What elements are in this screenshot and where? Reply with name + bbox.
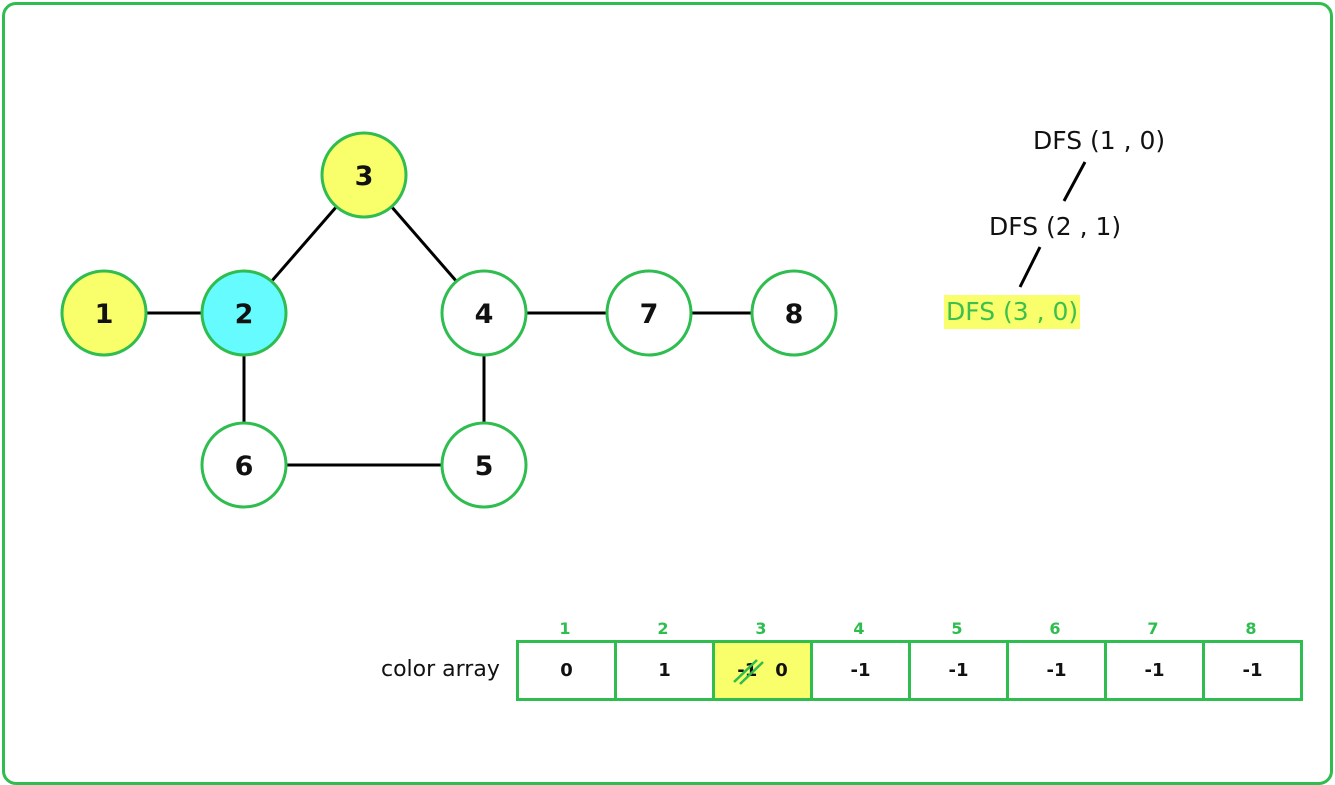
node-label: 5: [475, 451, 494, 482]
array-cell-5: -1: [911, 643, 1009, 698]
node-circle: [605, 269, 693, 357]
call-tree-edge-2: [1018, 246, 1042, 288]
cell-value: -1: [1242, 660, 1263, 681]
node-circle: [440, 421, 528, 509]
array-index: 4: [853, 619, 865, 638]
array-index: 6: [1049, 619, 1061, 638]
array-index: 2: [657, 619, 669, 638]
array-cell-2: 1: [617, 643, 715, 698]
array-index: 1: [559, 619, 571, 638]
cell-value: -1: [850, 660, 871, 681]
array-index: 8: [1245, 619, 1257, 638]
array-index: 5: [951, 619, 963, 638]
node-5: 5: [440, 421, 528, 509]
node-label: 7: [640, 299, 659, 330]
node-8: 8: [750, 269, 838, 357]
node-label: 2: [235, 299, 254, 330]
color-array-label: color array: [381, 657, 500, 682]
node-circle: [440, 269, 528, 357]
cell-value: -1: [1046, 660, 1067, 681]
array-cell-4: -1: [813, 643, 911, 698]
array-cell-6: -1: [1009, 643, 1107, 698]
node-6: 6: [200, 421, 288, 509]
cell-value: -1: [1144, 660, 1165, 681]
node-label: 6: [235, 451, 254, 482]
array-cell-7: -1: [1107, 643, 1205, 698]
array-cell-3-updated: -1 0: [715, 643, 813, 698]
dfs-call-1: DFS (1 , 0): [1033, 126, 1166, 155]
array-cell-1: 0: [519, 643, 617, 698]
dfs-call-3-current: DFS (3 , 0): [944, 295, 1081, 329]
color-array-indices: 1 2 3 4 5 6 7 8: [516, 619, 1300, 638]
cell-value: 1: [658, 660, 671, 681]
node-2: 2: [200, 269, 288, 357]
node-label: 4: [475, 299, 494, 330]
previous-value-struck: -1: [733, 659, 765, 685]
call-tree-edge-1: [1062, 161, 1087, 202]
node-circle: [200, 421, 288, 509]
node-3: 3: [320, 131, 408, 219]
cell-value: -1: [948, 660, 969, 681]
cell-value: 0: [775, 660, 788, 681]
node-circle: [750, 269, 838, 357]
node-label: 3: [355, 161, 374, 192]
color-array: 0 1 -1 0 -1 -1 -1 -1 -1: [516, 640, 1303, 701]
cell-value: 0: [560, 660, 573, 681]
node-circle: [60, 269, 148, 357]
array-index: 3: [755, 619, 767, 638]
node-circle: [200, 269, 288, 357]
node-label: 1: [95, 299, 114, 330]
array-index: 7: [1147, 619, 1159, 638]
node-7: 7: [605, 269, 693, 357]
node-label: 8: [785, 299, 804, 330]
node-circle: [320, 131, 408, 219]
node-1: 1: [60, 269, 148, 357]
dfs-call-2: DFS (2 , 1): [989, 212, 1122, 241]
array-cell-8: -1: [1205, 643, 1303, 698]
node-4: 4: [440, 269, 528, 357]
previous-value: -1: [737, 660, 758, 681]
